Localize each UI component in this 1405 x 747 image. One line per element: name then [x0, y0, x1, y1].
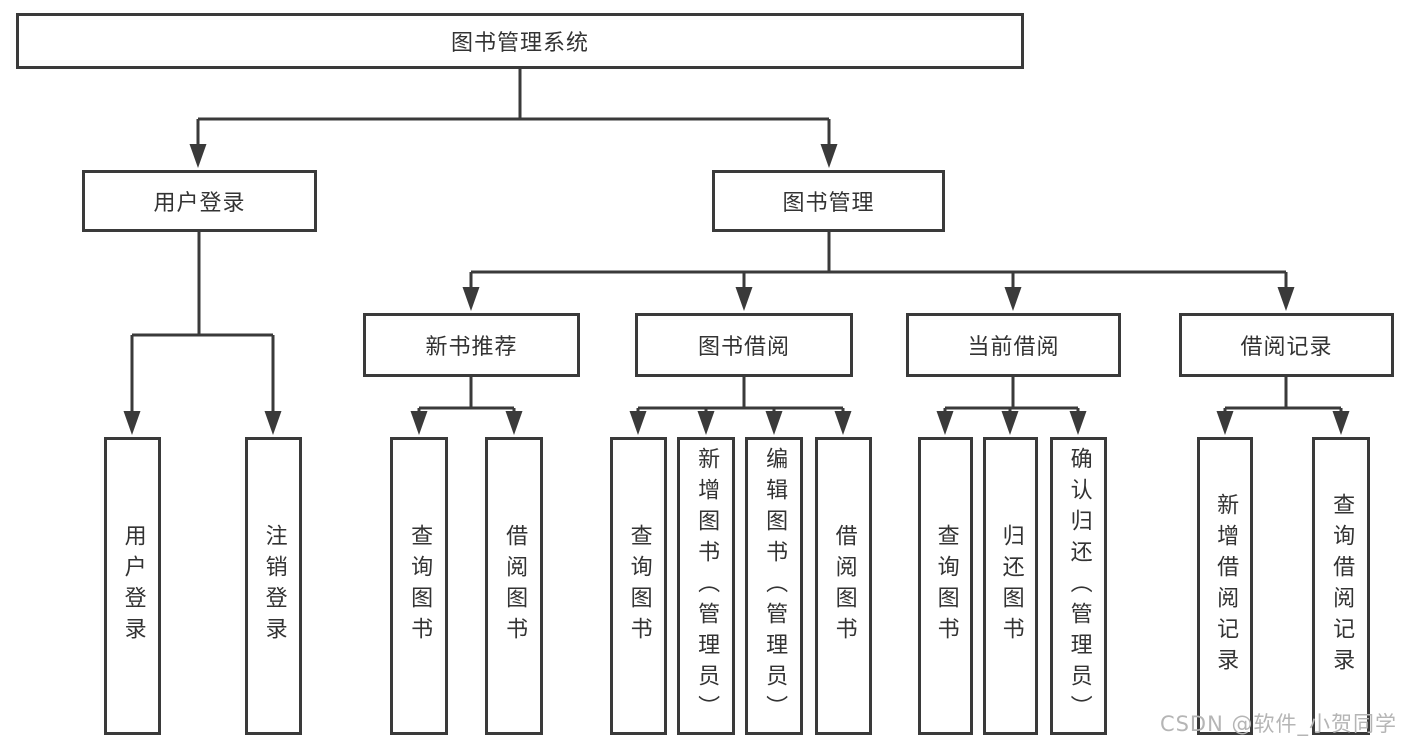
- node-br-query-record: 查询借阅记录: [1312, 437, 1370, 735]
- node-bb-query-books-label: 查询图书: [626, 524, 652, 648]
- node-nb-borrow-books-label: 借阅图书: [502, 524, 528, 648]
- node-login: 用户登录: [104, 437, 161, 735]
- node-bb-query-books: 查询图书: [610, 437, 667, 735]
- node-borrowing-records-label: 借阅记录: [1240, 335, 1333, 360]
- node-cb-return-book-label: 归还图书: [998, 524, 1024, 648]
- node-borrowing-records: 借阅记录: [1179, 313, 1394, 377]
- node-new-book-recommend-label: 新书推荐: [425, 335, 518, 360]
- node-nb-query-books: 查询图书: [390, 437, 448, 735]
- node-br-query-record-label: 查询借阅记录: [1329, 493, 1355, 679]
- node-new-book-recommend: 新书推荐: [363, 313, 580, 377]
- node-cb-confirm-return-admin: 确认归还（管理员）: [1050, 437, 1107, 735]
- node-book-management: 图书管理: [712, 170, 945, 232]
- node-book-borrowing-label: 图书借阅: [697, 335, 790, 360]
- node-logout: 注销登录: [245, 437, 302, 735]
- node-book-management-label: 图书管理: [782, 191, 875, 216]
- node-current-borrowing-label: 当前借阅: [967, 335, 1060, 360]
- node-cb-query-books: 查询图书: [918, 437, 973, 735]
- node-login-label: 用户登录: [120, 524, 146, 648]
- node-cb-confirm-return-admin-label: 确认归还（管理员）: [1066, 446, 1092, 726]
- node-cb-return-book: 归还图书: [983, 437, 1038, 735]
- node-root: 图书管理系统: [16, 13, 1024, 69]
- node-bb-borrow-books-label: 借阅图书: [831, 524, 857, 648]
- node-nb-borrow-books: 借阅图书: [485, 437, 543, 735]
- node-nb-query-books-label: 查询图书: [407, 524, 433, 648]
- node-book-borrowing: 图书借阅: [635, 313, 853, 377]
- node-root-label: 图书管理系统: [450, 31, 589, 56]
- csdn-watermark: CSDN @软件_小贺同学: [1159, 712, 1397, 736]
- node-current-borrowing: 当前借阅: [906, 313, 1121, 377]
- node-bb-borrow-books: 借阅图书: [815, 437, 872, 735]
- node-br-add-record: 新增借阅记录: [1197, 437, 1253, 735]
- node-bb-add-book-admin: 新增图书（管理员）: [677, 437, 735, 735]
- node-logout-label: 注销登录: [261, 524, 287, 648]
- node-user-login: 用户登录: [82, 170, 317, 232]
- node-br-add-record-label: 新增借阅记录: [1213, 493, 1239, 679]
- node-user-login-label: 用户登录: [153, 191, 246, 216]
- node-cb-query-books-label: 查询图书: [933, 524, 959, 648]
- node-bb-edit-book-admin: 编辑图书（管理员）: [745, 437, 803, 735]
- node-bb-edit-book-admin-label: 编辑图书（管理员）: [762, 446, 788, 726]
- node-bb-add-book-admin-label: 新增图书（管理员）: [694, 446, 720, 726]
